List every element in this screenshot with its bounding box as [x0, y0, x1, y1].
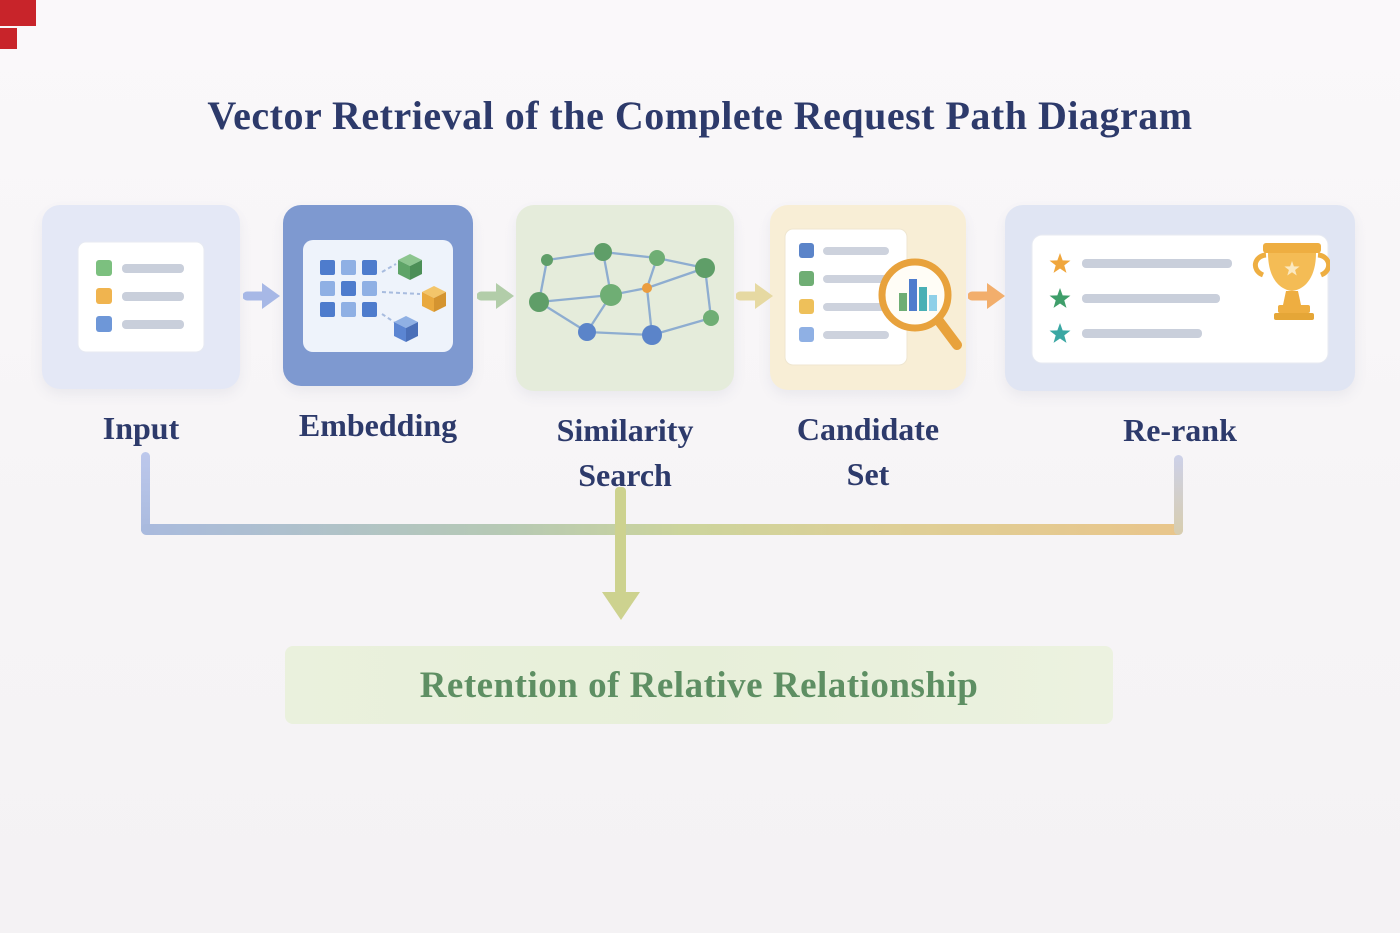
- arrow-candidate-to-rerank-icon: [968, 283, 1005, 309]
- stage-rerank: Re-rank: [1005, 205, 1355, 453]
- bracket-right-line: [1174, 455, 1183, 535]
- stage-input: Input: [42, 205, 240, 451]
- embedding-card: [283, 205, 473, 386]
- arrow-embedding-to-similarity-icon: [477, 283, 514, 309]
- list-magnifier-chart-icon: [784, 228, 962, 365]
- diagram-title: Vector Retrieval of the Complete Request…: [207, 93, 1193, 138]
- stage-candidate-set: Candidate Set: [770, 205, 966, 497]
- input-card: [42, 205, 240, 389]
- trophy-icon: [1253, 242, 1330, 320]
- candidate-card: [770, 205, 966, 390]
- graph-network-icon: [529, 243, 719, 345]
- arrow-similarity-to-candidate-icon: [736, 283, 773, 309]
- down-arrow-head-icon: [602, 592, 640, 620]
- rank-stars: [1049, 252, 1071, 343]
- similarity-card: [516, 205, 734, 391]
- bracket-horizontal-line: [141, 524, 1183, 535]
- red-artifact-top: [0, 0, 36, 26]
- stage-similarity-search: Similarity Search: [516, 205, 734, 498]
- ranked-list-trophy-icon: [1031, 234, 1330, 363]
- retention-banner-label: Retention of Relative Relationship: [419, 664, 979, 706]
- rerank-card: [1005, 205, 1355, 391]
- stage-embedding: Embedding: [283, 205, 473, 448]
- retention-banner: Retention of Relative Relationship: [285, 646, 1113, 724]
- arrow-input-to-embedding-icon: [243, 283, 280, 309]
- stage-label-embedding: Embedding: [298, 407, 458, 443]
- stage-label-rerank: Re-rank: [1123, 412, 1237, 448]
- stage-label-candidate-set: Candidate Set: [796, 411, 940, 492]
- stage-label-input: Input: [102, 410, 180, 446]
- bracket-left-line: [141, 452, 150, 534]
- document-list-icon: [77, 241, 205, 353]
- embedding-grid-cubes-icon: [303, 239, 453, 352]
- red-artifact-left: [0, 28, 17, 49]
- stage-label-similarity-search: Similarity Search: [556, 412, 694, 493]
- down-arrow-stem: [615, 487, 626, 595]
